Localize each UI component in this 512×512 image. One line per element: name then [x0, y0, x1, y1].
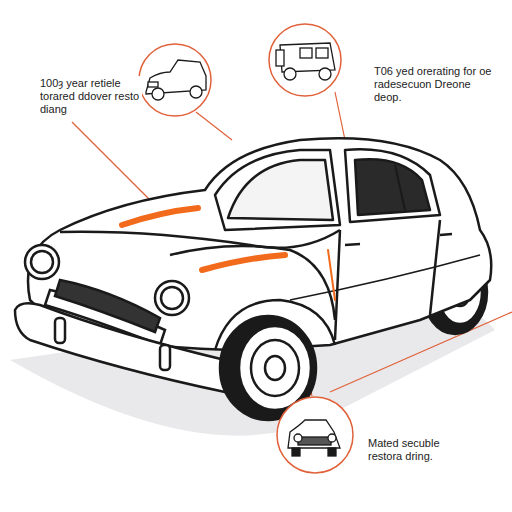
grille — [15, 280, 236, 392]
note-label: 100ȝ year retiele torared ddover resto d… — [38, 76, 142, 117]
note-label: Mated secuble restora dring. — [366, 436, 470, 464]
callout-circles — [139, 24, 353, 473]
headlights — [25, 245, 189, 315]
orange-accents — [122, 208, 335, 300]
front-fender — [215, 300, 335, 350]
note-label: T06 yed orerating for oe radesecuon Dreo… — [372, 64, 494, 105]
